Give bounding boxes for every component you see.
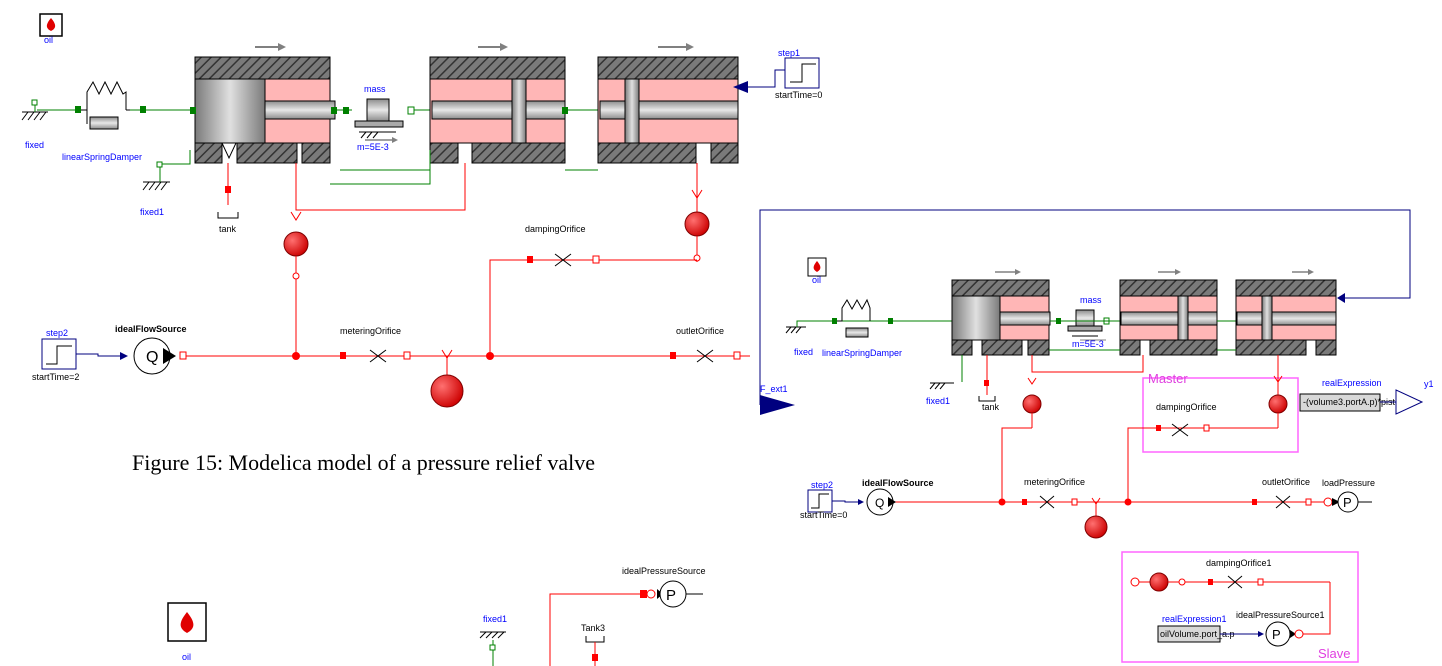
linear-spring-damper[interactable]: linearSpringDamper	[62, 80, 190, 162]
damping-orifice1-label: dampingOrifice1	[1206, 558, 1272, 568]
tank3-icon[interactable]: Tank3	[581, 623, 605, 666]
piston-cylinder-right-3[interactable]	[1235, 269, 1337, 356]
right-model: F_ext1 oil fixed linearSpringDamper	[759, 209, 1434, 663]
real-expression-label: realExpression	[1322, 378, 1382, 388]
real-expression1-label: realExpression1	[1162, 614, 1227, 624]
oil-medium-icon-bottom[interactable]: oil	[167, 602, 207, 662]
ideal-flow-source-right[interactable]: idealFlowSource Q	[862, 478, 934, 516]
figure-caption: Figure 15: Modelica model of a pressure …	[132, 450, 596, 475]
flow-q-glyph: Q	[146, 349, 158, 366]
tank-label: tank	[219, 224, 237, 234]
bottom-model: oil idealPressureSource P fixed1 Tank3	[167, 566, 706, 666]
spring-label: linearSpringDamper	[62, 152, 142, 162]
tank-icon[interactable]: tank	[217, 163, 239, 234]
fixed1-label-bottom: fixed1	[483, 614, 507, 624]
oil-label-right: oil	[812, 275, 821, 285]
mass-label: mass	[364, 84, 386, 94]
mass-param: m=5E-3	[357, 142, 389, 152]
slave-group[interactable]: Slave dampingOrifice1 realExpression1 oi…	[1121, 551, 1359, 663]
step1-param: startTime=0	[775, 90, 822, 100]
fixed-label-right: fixed	[794, 347, 813, 357]
piston-cylinder-2[interactable]	[429, 43, 568, 164]
pressure1-p-glyph: P	[1272, 627, 1281, 642]
f-ext-input-icon[interactable]	[760, 395, 795, 415]
f-ext-label: F_ext1	[760, 384, 788, 394]
ideal-flow-source[interactable]: idealFlowSource Q	[115, 324, 187, 375]
tank3-label: Tank3	[581, 623, 605, 633]
load-pressure-label: loadPressure	[1322, 478, 1375, 488]
flow-source-label: idealFlowSource	[115, 324, 187, 334]
fixed1-icon-right[interactable]: fixed1	[926, 382, 954, 406]
mass-block-right[interactable]: mass m=5E-3	[1056, 295, 1110, 349]
tank-icon-right[interactable]: tank	[978, 355, 1000, 412]
slave-label: Slave	[1318, 646, 1351, 661]
fixed1-icon-bottom[interactable]: fixed1	[479, 614, 507, 666]
fixed-label: fixed	[25, 140, 44, 150]
ideal-pressure-source-label: idealPressureSource	[622, 566, 706, 576]
pressure-p-glyph: P	[666, 587, 676, 604]
load-p-glyph: P	[1343, 495, 1352, 510]
ideal-pressure-source1-label: idealPressureSource1	[1236, 610, 1325, 620]
metering-orifice-right-label: meteringOrifice	[1024, 477, 1085, 487]
step2-right-label: step2	[811, 480, 833, 490]
load-pressure[interactable]: loadPressure P	[1322, 478, 1375, 513]
piston-cylinder-right-1[interactable]	[951, 269, 1051, 356]
step2-right-param: startTime=0	[800, 510, 847, 520]
oil-medium-icon[interactable]: oil	[39, 13, 63, 45]
mass-label-right: mass	[1080, 295, 1102, 305]
step2-block[interactable]: step2 startTime=2	[32, 328, 128, 382]
real-expression-value: -(volume3.portA.p)*piston	[1303, 397, 1405, 407]
ideal-pressure-source[interactable]: idealPressureSource P	[549, 566, 706, 666]
hydraulic-network-right: meteringOrifice outletOrifice	[880, 355, 1325, 539]
fixed1-label-right: fixed1	[926, 396, 950, 406]
hydraulic-network-top: dampingOrifice meteringOrifice outletOri…	[186, 163, 750, 408]
spring-damper-right[interactable]: linearSpringDamper	[822, 298, 902, 358]
mass-block[interactable]: mass m=5E-3	[343, 84, 415, 152]
step1-block[interactable]: step1 startTime=0	[775, 48, 822, 100]
oil-medium-icon-right[interactable]: oil	[807, 257, 827, 285]
fixed-icon[interactable]: fixed	[21, 99, 48, 150]
master-group[interactable]: Master dampingOrifice	[1142, 371, 1299, 453]
tank-label-right: tank	[982, 402, 1000, 412]
damping-orifice-label: dampingOrifice	[525, 224, 586, 234]
flow-right-q-glyph: Q	[875, 496, 884, 510]
step1-label: step1	[778, 48, 800, 58]
metering-orifice-label: meteringOrifice	[340, 326, 401, 336]
outlet-orifice-label: outletOrifice	[676, 326, 724, 336]
outlet-orifice-right-label: outletOrifice	[1262, 477, 1310, 487]
piston-cylinder-3[interactable]	[597, 43, 739, 164]
real-expression1-value: oilVolume.port_a.p	[1160, 629, 1235, 639]
step2-block-right[interactable]: step2 startTime=0	[800, 480, 864, 520]
mass-param-right: m=5E-3	[1072, 339, 1104, 349]
piston-cylinder-1[interactable]	[190, 43, 337, 164]
step2-label: step2	[46, 328, 68, 338]
piston-cylinder-right-2[interactable]	[1119, 269, 1218, 356]
spring-label-right: linearSpringDamper	[822, 348, 902, 358]
real-expression[interactable]: realExpression -(volume3.portA.p)*piston…	[1299, 378, 1434, 415]
fixed1-label: fixed1	[140, 207, 164, 217]
master-label: Master	[1148, 371, 1188, 386]
flow-source-right-label: idealFlowSource	[862, 478, 934, 488]
step2-param: startTime=2	[32, 372, 79, 382]
damping-orifice-right-label: dampingOrifice	[1156, 402, 1217, 412]
output-y1-label: y1	[1424, 379, 1434, 389]
fixed1-icon[interactable]: fixed1	[140, 150, 191, 217]
oil-label: oil	[44, 35, 53, 45]
top-model: oil fixed linearSpringDamper	[21, 13, 822, 408]
oil-label-bottom: oil	[182, 652, 191, 662]
